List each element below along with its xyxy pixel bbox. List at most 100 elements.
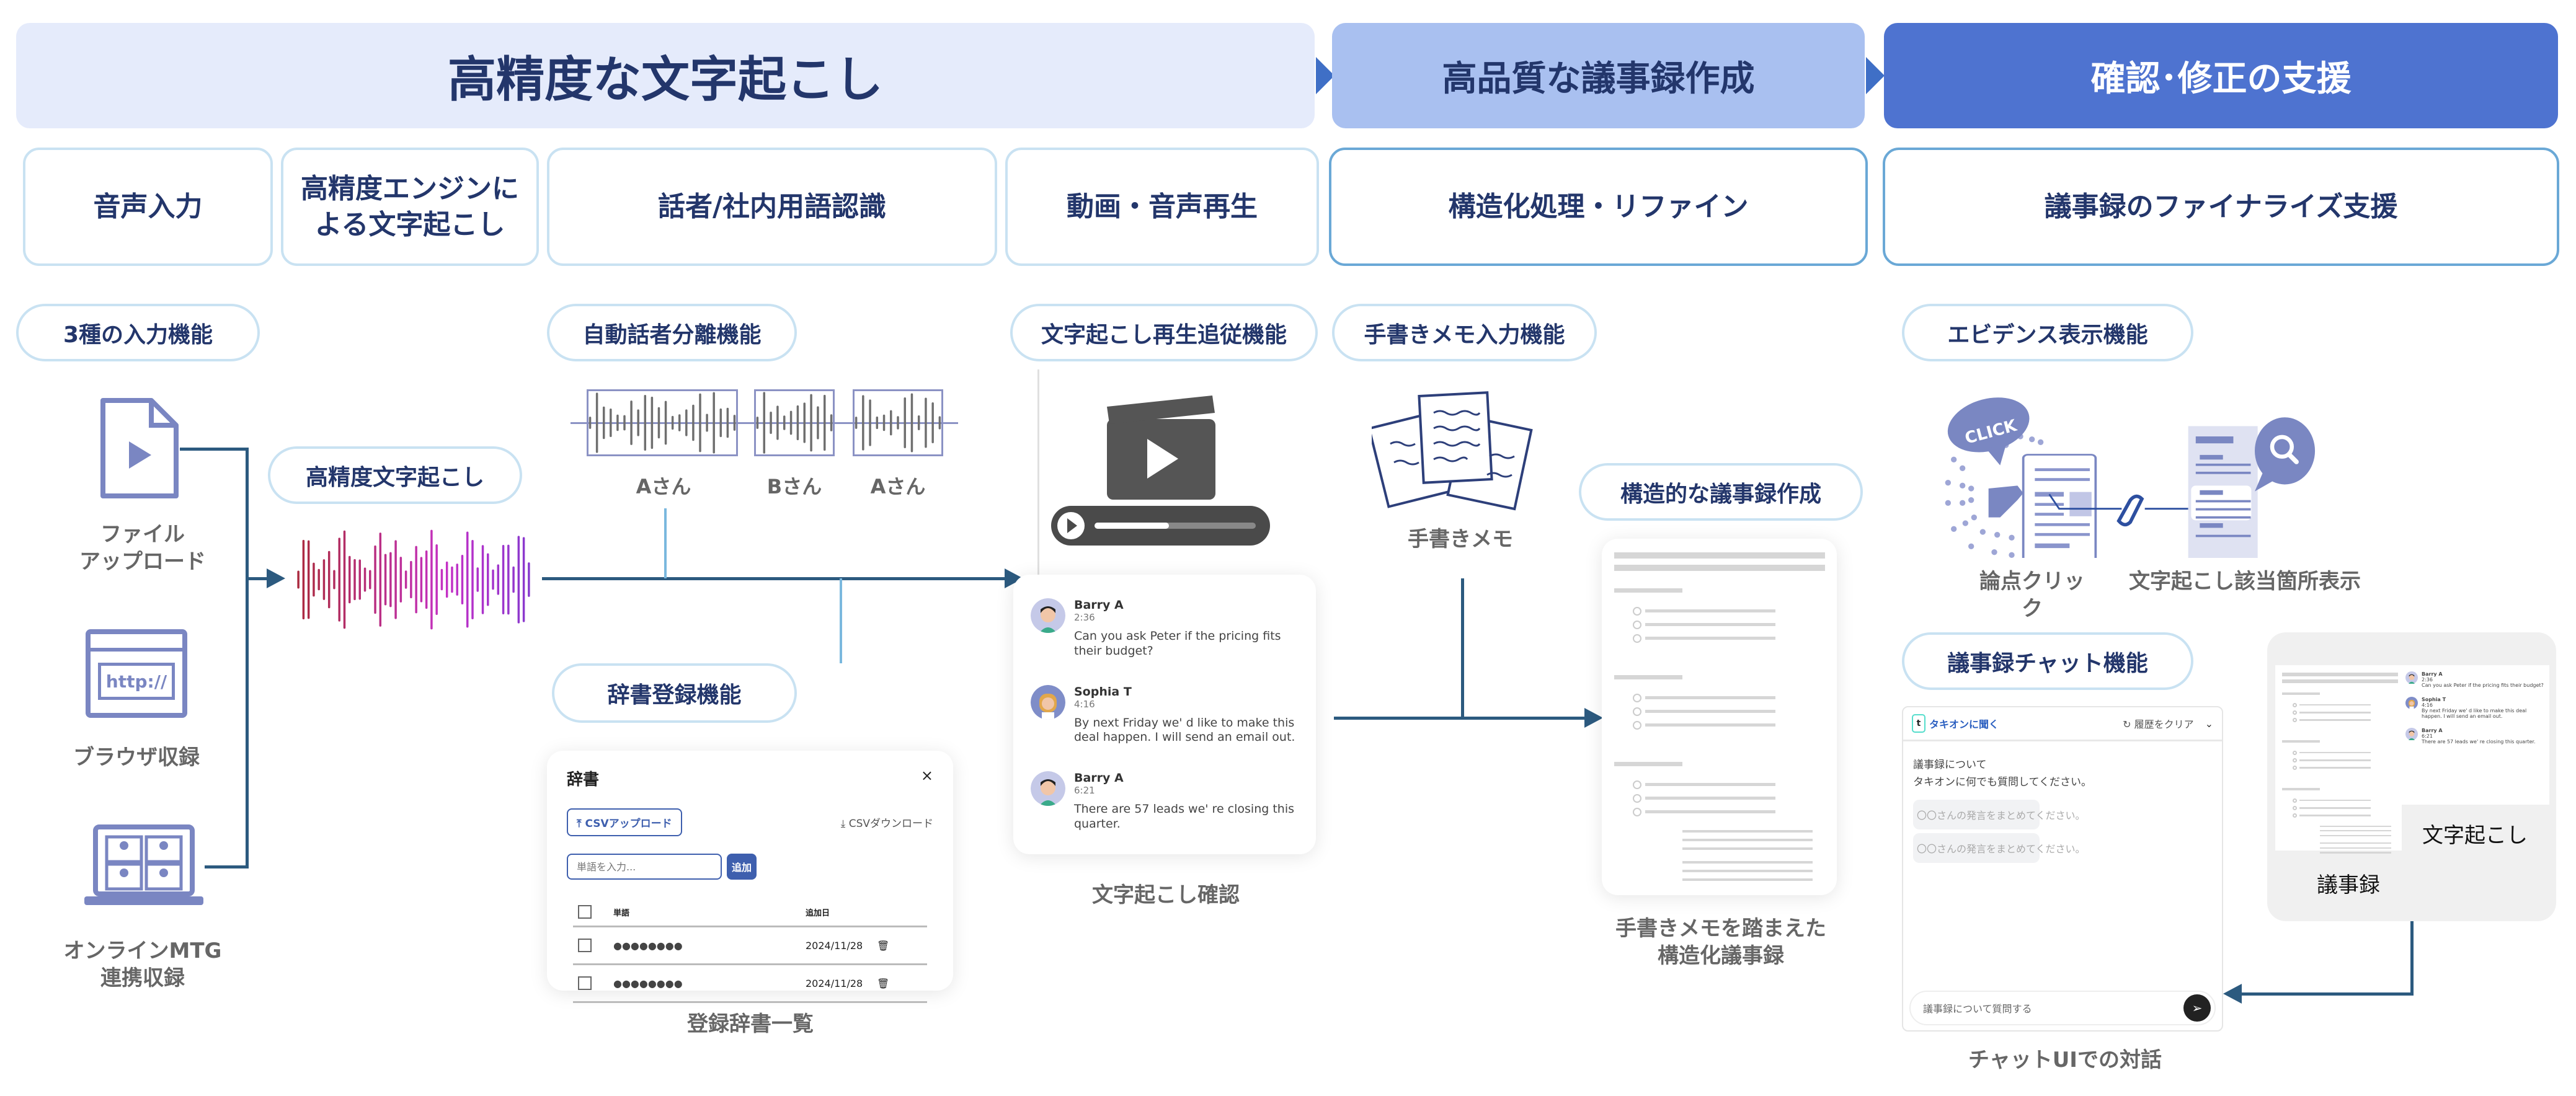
doc-line bbox=[2319, 834, 2391, 837]
chevron-right-icon bbox=[1866, 57, 1885, 94]
row-checkbox[interactable] bbox=[578, 976, 592, 990]
doc-line bbox=[1682, 878, 1813, 881]
doc-line bbox=[2299, 807, 2371, 809]
feature-speaker-terms: 話者/社内用語認識 bbox=[547, 148, 997, 266]
pill-handwriting: 手書きメモ入力機能 bbox=[1332, 304, 1597, 361]
minutes-label: 議事録 bbox=[2317, 873, 2380, 898]
doc-line bbox=[1682, 861, 1813, 864]
speaker-segment-frame bbox=[853, 389, 943, 456]
pill-diarization: 自動話者分離機能 bbox=[547, 304, 797, 361]
evidence-right-caption: 文字起こし該当箇所表示 bbox=[2129, 569, 2361, 594]
doc-line bbox=[2319, 842, 2391, 844]
doc-line bbox=[2299, 814, 2371, 816]
doc-line bbox=[2299, 711, 2371, 714]
doc-line bbox=[1645, 797, 1775, 800]
send-icon[interactable]: ➢ bbox=[2183, 994, 2211, 1022]
doc-line bbox=[2299, 759, 2371, 761]
avatar bbox=[1031, 684, 1065, 746]
connector-line bbox=[840, 578, 842, 663]
suggestion-chip[interactable]: 〇〇さんの発言をまとめてください。 bbox=[1913, 833, 2085, 864]
bullet-icon bbox=[1633, 721, 1641, 730]
speaker-waveform-a2 bbox=[853, 389, 943, 456]
message-text: There are 57 leads we' re closing this q… bbox=[1074, 802, 1295, 831]
avatar bbox=[2405, 697, 2418, 709]
doc-line bbox=[1645, 710, 1775, 713]
trash-icon[interactable]: 🗑 bbox=[877, 977, 890, 989]
doc-line bbox=[1682, 839, 1813, 841]
speaker-label: Aさん bbox=[870, 475, 926, 498]
doc-line bbox=[1645, 783, 1775, 786]
feature-structuring: 構造化処理・リファイン bbox=[1329, 148, 1868, 266]
doc-line bbox=[2299, 799, 2371, 802]
bullet-icon bbox=[1633, 808, 1641, 816]
table-header: 単語 追加日 bbox=[573, 898, 927, 927]
chat-input-placeholder: 議事録について質問する bbox=[1923, 1003, 2032, 1015]
column-word: 単語 bbox=[613, 908, 630, 918]
word-input[interactable] bbox=[567, 854, 722, 880]
structured-caption: 手書きメモを踏まえた 構造化議事録 bbox=[1615, 916, 1826, 969]
word-cell: ●●●●●●●● bbox=[613, 977, 683, 989]
chat-intro: 議事録について タキオンに何でも質問してください。 bbox=[1913, 759, 2092, 789]
message-text: Can you ask Peter if the pricing fits th… bbox=[2422, 683, 2544, 688]
doc-line bbox=[1645, 810, 1775, 813]
doc-line bbox=[2282, 692, 2320, 695]
chevron-down-icon[interactable]: ⌄ bbox=[2205, 717, 2213, 730]
bullet-icon bbox=[2292, 750, 2298, 756]
audio-waveform-icon bbox=[297, 529, 530, 630]
doc-line bbox=[2282, 740, 2320, 743]
doc-line bbox=[1645, 723, 1775, 727]
input-label-browser: ブラウザ収録 bbox=[73, 745, 200, 770]
handwritten-memo-icon bbox=[1372, 391, 1533, 511]
speaker-segment-frame bbox=[754, 389, 835, 456]
doc-line bbox=[2282, 788, 2320, 790]
clear-history-button[interactable]: ↻ 履歴をクリア bbox=[2123, 716, 2194, 731]
pill-structured: 構造的な議事録作成 bbox=[1579, 463, 1863, 521]
message-text: By next Friday we' d like to make this d… bbox=[2422, 708, 2527, 719]
csv-download-button[interactable]: ⤓ CSVダウンロード bbox=[841, 815, 933, 830]
csv-upload-label: CSVアップロード bbox=[585, 818, 672, 830]
doc-line bbox=[1682, 870, 1813, 872]
header-title: 高精度な文字起こし bbox=[447, 52, 883, 108]
transcript-label: 文字起こし bbox=[2422, 823, 2528, 848]
speaker-waveform-b bbox=[754, 389, 835, 456]
speaker-name: Barry A bbox=[1074, 771, 1124, 785]
chat-panel: t タキオンに聞く ↻ 履歴をクリア ⌄ 議事録について タキオンに何でも質問し… bbox=[1902, 706, 2223, 1032]
csv-upload-button[interactable]: ⤒ CSVアップロード bbox=[567, 808, 682, 836]
bullet-icon bbox=[2292, 798, 2298, 803]
word-cell: ●●●●●●●● bbox=[613, 939, 683, 952]
transcript-caption: 文字起こし確認 bbox=[1092, 883, 1240, 908]
message-text: There are 57 leads we' re closing this q… bbox=[2422, 739, 2536, 745]
arrow-left-icon bbox=[2223, 984, 2242, 1004]
suggestion-chip[interactable]: 〇〇さんの発言をまとめてください。 bbox=[1913, 800, 2085, 830]
file-play-icon bbox=[100, 398, 179, 498]
doc-line bbox=[1614, 675, 1682, 679]
row-checkbox[interactable] bbox=[578, 939, 592, 952]
header-title: 高品質な議事録作成 bbox=[1442, 58, 1755, 99]
bullet-icon bbox=[2292, 765, 2298, 771]
add-button[interactable]: 追加 bbox=[727, 854, 757, 880]
close-icon[interactable]: × bbox=[920, 767, 933, 784]
chat-input[interactable]: 議事録について質問する ➢ bbox=[1909, 991, 2216, 1025]
bullet-icon bbox=[2292, 710, 2298, 715]
trash-icon[interactable]: 🗑 bbox=[877, 939, 890, 952]
select-all-checkbox[interactable] bbox=[578, 905, 592, 919]
feature-finalize: 議事録のファイナライズ支援 bbox=[1883, 148, 2559, 266]
doc-line bbox=[1645, 637, 1775, 640]
column-date: 追加日 bbox=[806, 908, 830, 918]
bullet-icon bbox=[1633, 634, 1641, 643]
browser-icon: http:// bbox=[86, 629, 187, 718]
bullet-icon bbox=[2292, 717, 2298, 723]
upload-icon: ⤒ bbox=[577, 818, 585, 830]
feature-audio-input: 音声入力 bbox=[23, 148, 273, 266]
speaker-name: Sophia T bbox=[2422, 697, 2446, 702]
connector-line bbox=[1334, 717, 1588, 720]
doc-line bbox=[1682, 830, 1813, 833]
doc-line bbox=[2319, 847, 2391, 849]
message-text: Can you ask Peter if the pricing fits th… bbox=[1074, 629, 1281, 658]
